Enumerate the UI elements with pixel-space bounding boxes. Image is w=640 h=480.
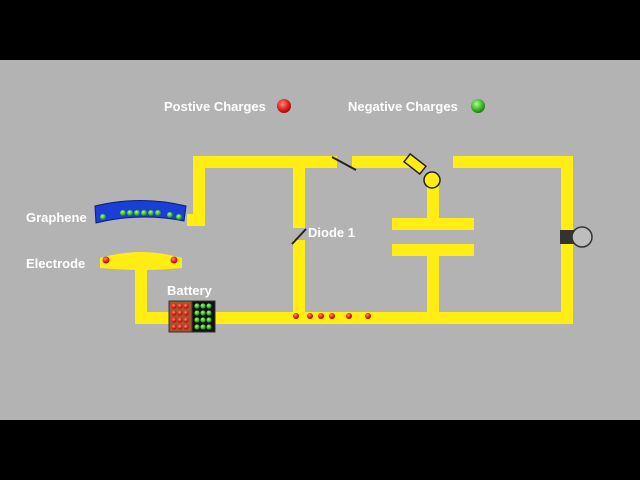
wire-right-lower bbox=[561, 244, 573, 324]
battery-label: Battery bbox=[167, 283, 213, 298]
wire-capacitor-lower bbox=[427, 256, 439, 318]
battery-negative-charges bbox=[194, 303, 212, 330]
switch-top[interactable] bbox=[331, 156, 357, 171]
diagram-stage bbox=[0, 60, 640, 420]
battery bbox=[168, 300, 216, 333]
legend-positive-charge-icon bbox=[277, 99, 291, 113]
graphene-label: Graphene bbox=[26, 210, 87, 225]
legend-negative-charge-icon bbox=[471, 99, 485, 113]
legend-positive-label: Postive Charges bbox=[164, 99, 266, 114]
wire-top-middle bbox=[352, 156, 410, 168]
wire-bottom bbox=[212, 312, 573, 324]
wire-right-upper bbox=[561, 156, 573, 230]
circuit-wires bbox=[135, 156, 573, 324]
wire-positive-charges bbox=[293, 313, 371, 319]
wire-top-left bbox=[193, 156, 337, 168]
wire-electrode-down bbox=[135, 268, 147, 324]
graphene-sheet bbox=[94, 200, 187, 224]
electrode-plate bbox=[100, 252, 182, 270]
lamp-icon bbox=[402, 152, 441, 189]
wire-capacitor-upper bbox=[427, 186, 439, 218]
diode-symbol bbox=[291, 228, 307, 245]
circuit-diagram: Postive Charges Negative Charges bbox=[26, 99, 593, 333]
capacitor-plate-top bbox=[392, 218, 474, 230]
letterbox-bottom bbox=[0, 420, 640, 480]
output-terminal-icon bbox=[560, 226, 593, 248]
letterbox-top bbox=[0, 0, 640, 60]
battery-positive-charges bbox=[171, 303, 189, 330]
wire-graphene-stub bbox=[187, 214, 205, 226]
electrode-label: Electrode bbox=[26, 256, 85, 271]
capacitor-plate-bottom bbox=[392, 244, 474, 256]
wire-diode-lower bbox=[293, 240, 305, 324]
wire-top-right bbox=[453, 156, 573, 168]
wire-diode-upper bbox=[293, 156, 305, 228]
electrode-positive-charge bbox=[170, 256, 178, 264]
diode-label: Diode 1 bbox=[308, 225, 355, 240]
wire-battery-left bbox=[135, 312, 169, 324]
wire-left-upper bbox=[193, 156, 205, 226]
legend-negative-label: Negative Charges bbox=[348, 99, 458, 114]
electrode-positive-charge bbox=[102, 256, 110, 264]
graphene-negative-charges bbox=[100, 210, 182, 220]
